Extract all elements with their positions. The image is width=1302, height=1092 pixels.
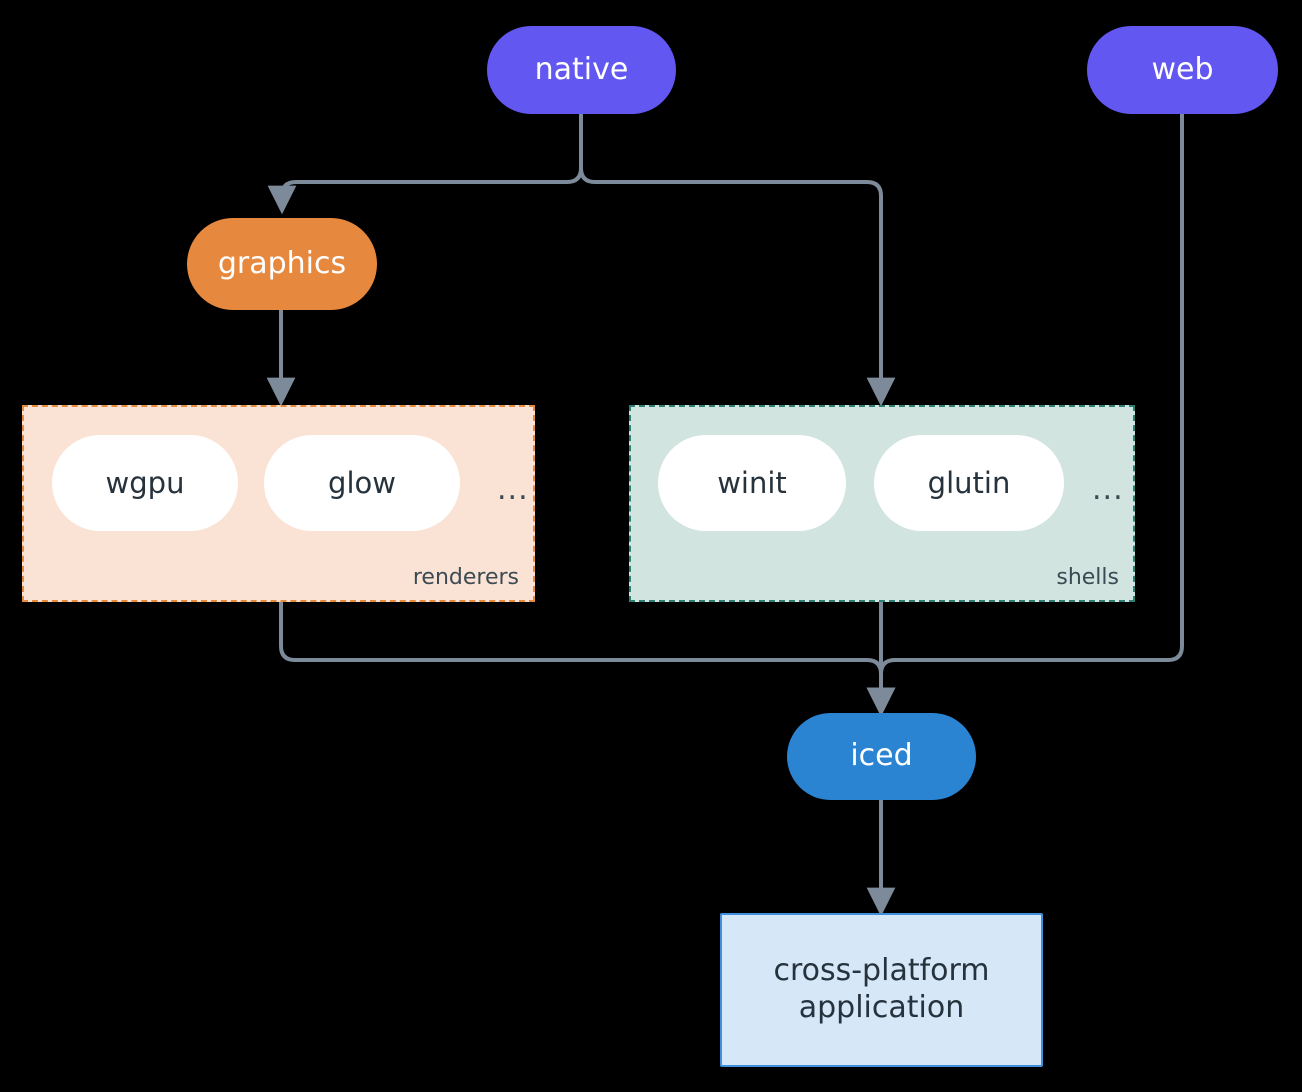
leaf-glow-label: glow [328,466,396,500]
edge-native-bus [267,112,583,215]
renderers-ellipsis: ... [497,472,529,507]
cluster-renderers-title: renderers [412,565,519,590]
node-web-label: web [1151,51,1214,87]
leaf-glutin-label: glutin [927,466,1011,500]
node-iced-label: iced [850,738,913,774]
node-application-label: cross-platform application [773,953,990,1025]
edge-renderers-iced [279,602,896,717]
leaf-glutin[interactable]: glutin [874,435,1064,531]
node-native[interactable]: native [487,26,676,114]
leaf-glow[interactable]: glow [264,435,460,531]
node-native-label: native [534,51,629,87]
node-graphics-label: graphics [217,245,347,281]
edge-native-shells [579,167,896,407]
leaf-wgpu[interactable]: wgpu [52,435,238,531]
cluster-shells-title: shells [1056,565,1119,590]
shells-ellipsis: ... [1092,472,1124,507]
leaf-wgpu-label: wgpu [105,466,185,500]
node-web[interactable]: web [1087,26,1278,114]
node-application[interactable]: cross-platform application [720,913,1043,1067]
cluster-shells: winit glutin ... shells [629,405,1135,602]
node-iced[interactable]: iced [787,713,976,800]
cluster-renderers: wgpu glow ... renderers [22,405,535,602]
leaf-winit[interactable]: winit [658,435,846,531]
leaf-winit-label: winit [717,466,787,500]
node-graphics[interactable]: graphics [187,218,377,310]
